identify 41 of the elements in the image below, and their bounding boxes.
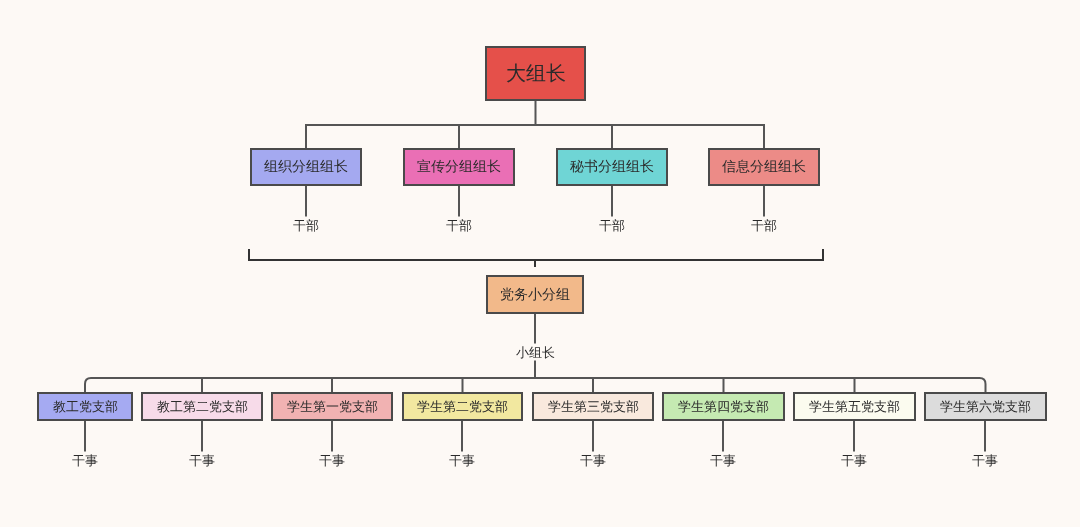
position-box: 党务小分组 — [486, 275, 584, 314]
role-label: 干事 — [189, 451, 215, 469]
position-box: 学生第四党支部 — [662, 392, 785, 421]
position-box: 学生第六党支部 — [924, 392, 1047, 421]
position-box: 信息分组组长 — [708, 148, 820, 186]
position-box: 学生第二党支部 — [402, 392, 523, 421]
connector-line — [984, 420, 986, 453]
connector-line — [84, 420, 86, 453]
position-box: 宣传分组组长 — [403, 148, 515, 186]
connector-line — [534, 313, 536, 345]
position-box: 大组长 — [485, 46, 586, 101]
role-label: 干事 — [449, 451, 475, 469]
connector-line — [461, 420, 463, 453]
connector-line — [201, 420, 203, 453]
position-box: 秘书分组组长 — [556, 148, 668, 186]
position-box: 学生第三党支部 — [532, 392, 654, 421]
connector-line — [722, 420, 724, 453]
role-label: 干部 — [599, 216, 625, 234]
role-label: 干部 — [751, 216, 777, 234]
role-label: 干事 — [72, 451, 98, 469]
role-label: 干事 — [710, 451, 736, 469]
role-label: 干事 — [972, 451, 998, 469]
connector-line — [458, 185, 460, 218]
role-label: 干部 — [446, 216, 472, 234]
connector-line — [305, 185, 307, 218]
role-label: 干部 — [293, 216, 319, 234]
role-label: 干事 — [841, 451, 867, 469]
connector-line — [305, 100, 765, 149]
connector-line — [763, 185, 765, 218]
position-box: 学生第一党支部 — [271, 392, 393, 421]
role-label: 干事 — [319, 451, 345, 469]
connector-line — [331, 420, 333, 453]
position-box: 学生第五党支部 — [793, 392, 916, 421]
role-label: 干事 — [580, 451, 606, 469]
connector-line — [853, 420, 855, 453]
position-box: 教工党支部 — [37, 392, 133, 421]
position-box: 教工第二党支部 — [141, 392, 263, 421]
position-box: 组织分组组长 — [250, 148, 362, 186]
role-label: 小组长 — [515, 343, 555, 361]
connector-line — [592, 420, 594, 453]
connector-line — [611, 185, 613, 218]
